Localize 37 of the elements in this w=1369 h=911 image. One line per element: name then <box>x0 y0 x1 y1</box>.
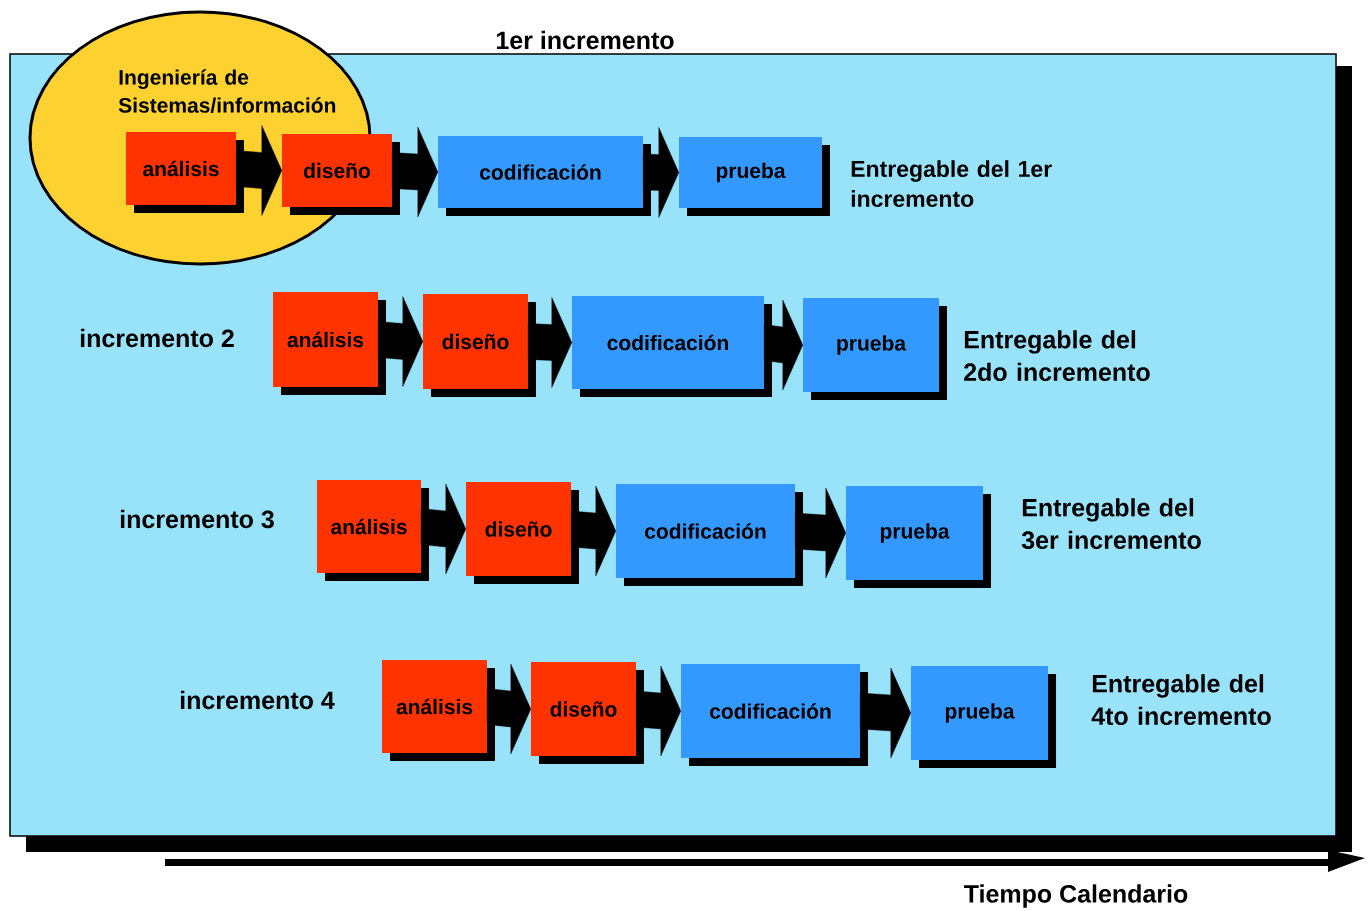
process-box: codificación <box>438 136 651 216</box>
process-box: prueba <box>679 137 830 216</box>
block-arrow <box>528 297 572 388</box>
block-arrow <box>392 126 438 218</box>
block-arrow <box>487 663 531 755</box>
block-arrow <box>764 299 803 391</box>
process-box: codificación <box>572 296 772 397</box>
process-box: diseño <box>466 482 579 584</box>
process-box: prueba <box>911 666 1056 768</box>
block-arrow <box>421 483 466 575</box>
process-box: análisis <box>317 480 429 581</box>
block-arrow <box>378 296 423 387</box>
block-arrow <box>860 667 911 759</box>
process-box: diseño <box>531 662 644 764</box>
process-box: prueba <box>803 298 947 400</box>
process-box: análisis <box>126 132 244 213</box>
axis-label: Tiempo Calendario <box>964 884 1188 908</box>
process-box: análisis <box>273 292 386 395</box>
process-box: codificación <box>681 664 868 766</box>
block-arrow <box>571 485 616 577</box>
deliverable-label: Entregable del 3er incremento <box>1021 498 1201 550</box>
row-label: 1er incremento <box>496 30 674 50</box>
process-box: análisis <box>382 660 495 761</box>
deliverable-label: Entregable del 2do incremento <box>964 330 1150 382</box>
deliverable-label: Entregable del 1er incremento <box>851 160 1052 207</box>
block-arrow <box>636 665 681 757</box>
process-box: diseño <box>423 294 536 397</box>
block-arrow <box>236 125 282 216</box>
block-arrow <box>643 127 679 218</box>
row-label: incremento 3 <box>120 509 274 529</box>
process-box: prueba <box>846 486 991 588</box>
block-arrow <box>795 487 846 579</box>
row-label: incremento 2 <box>80 328 234 348</box>
deliverable-label: Entregable del 4to incremento <box>1091 674 1271 726</box>
row-label: incremento 4 <box>180 690 335 710</box>
process-box: diseño <box>282 134 400 215</box>
process-box: codificación <box>616 484 803 586</box>
